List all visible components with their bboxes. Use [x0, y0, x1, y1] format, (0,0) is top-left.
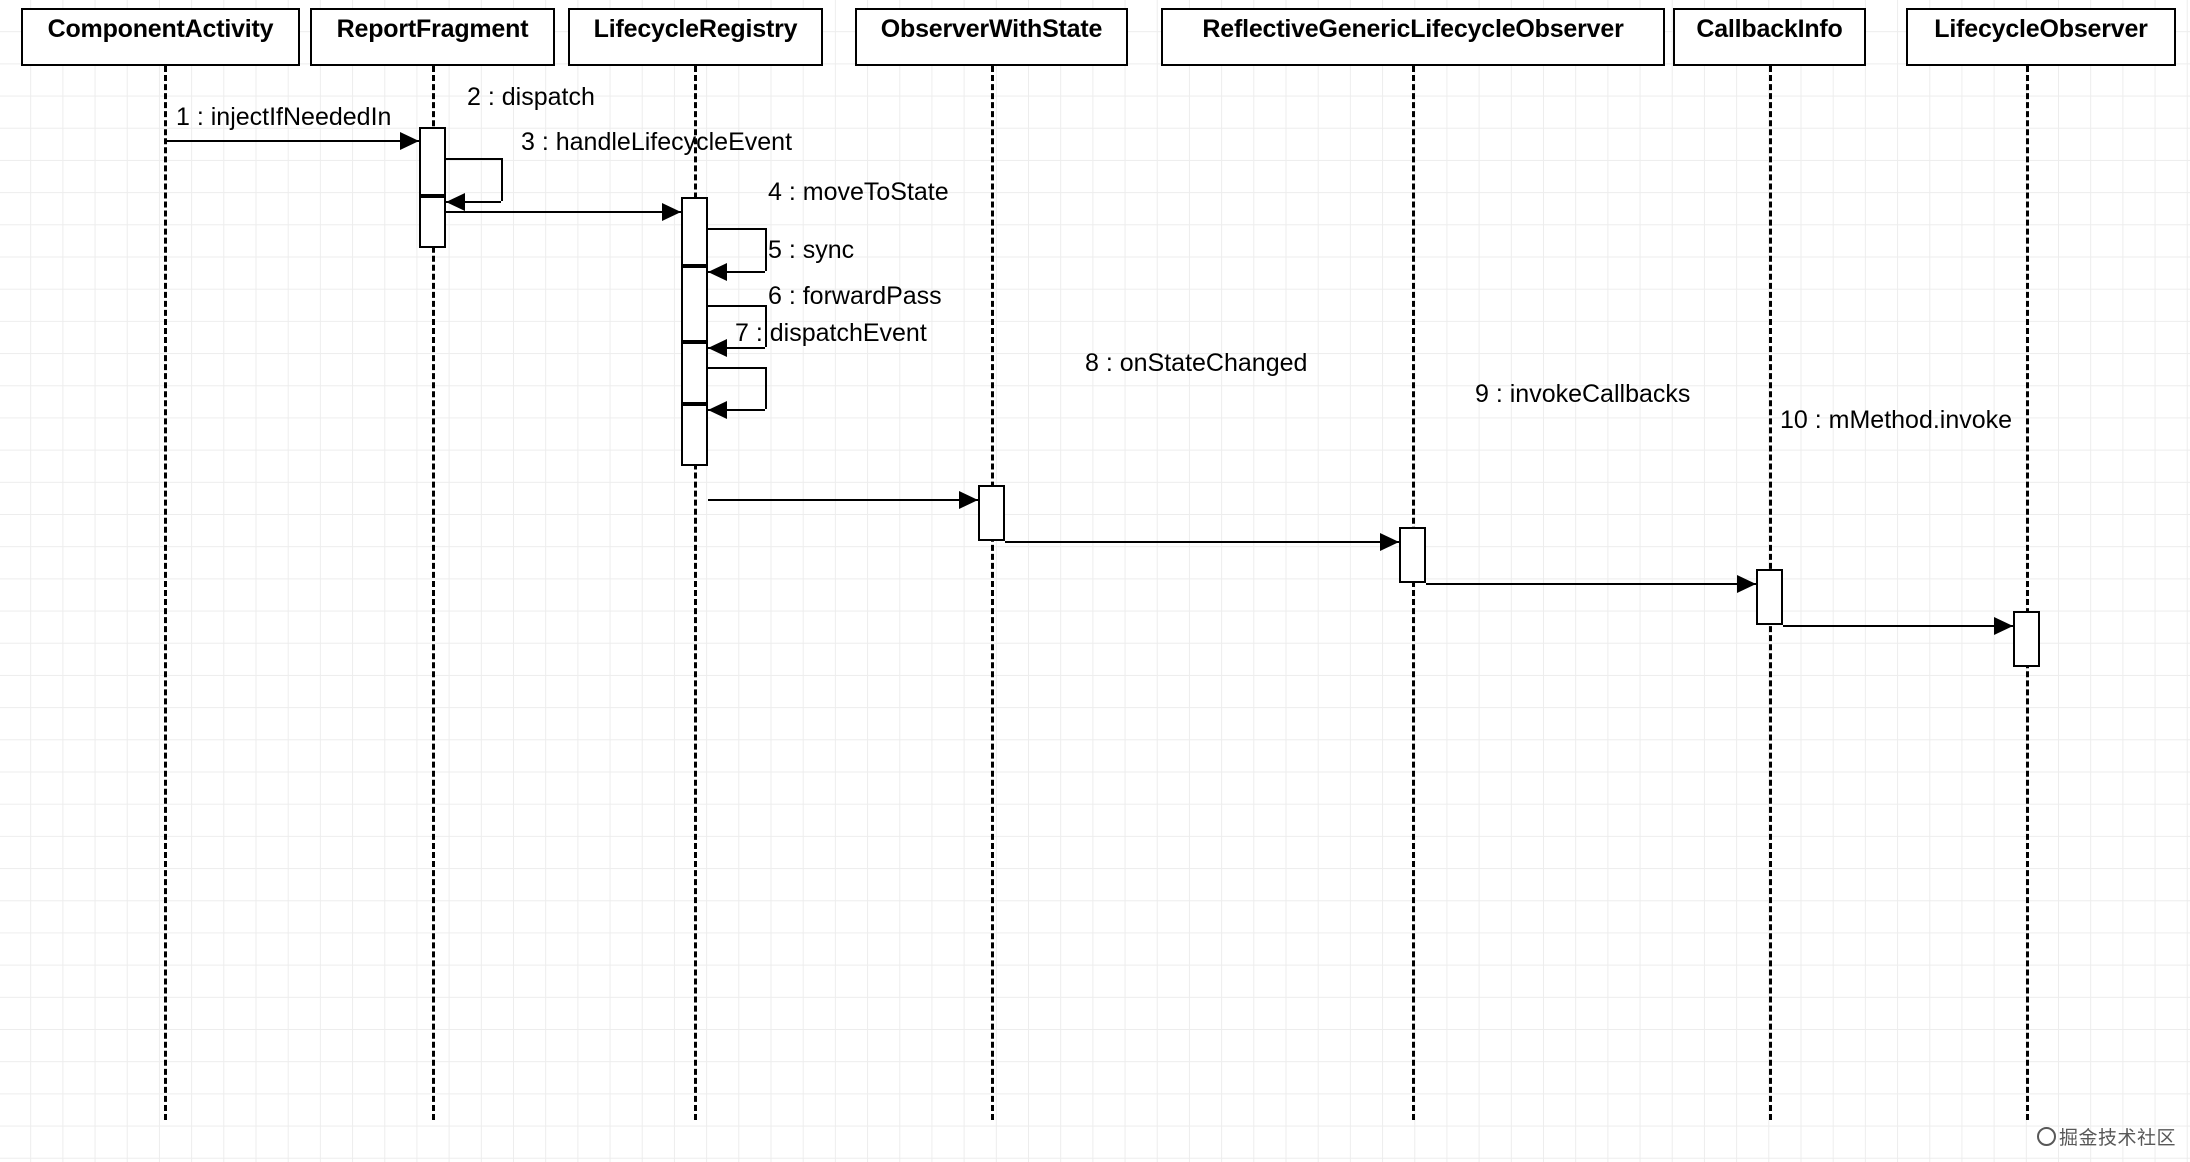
participant-label: LifecycleRegistry — [593, 15, 798, 43]
message-9-label: 9 : invokeCallbacks — [1475, 380, 1691, 408]
activation-bar-reportfragment — [419, 127, 446, 196]
activation-bar-lifecycleregistry — [681, 197, 708, 266]
message-10-arrowhead-icon — [1994, 617, 2013, 635]
message-4-self-top — [708, 228, 765, 230]
lifeline-componentactivity — [164, 66, 167, 1120]
message-6-self-top — [708, 367, 765, 369]
message-2-self-bottom — [446, 201, 501, 203]
message-3-label: 3 : handleLifecycleEvent — [521, 128, 793, 156]
activation-bar-reportfragment — [419, 196, 446, 248]
lifeline-lifecycleobserver — [2026, 66, 2029, 1120]
message-2-arrowhead-icon — [446, 193, 465, 211]
lifeline-observerwithstate — [991, 66, 994, 1120]
message-6-self-bottom — [708, 409, 765, 411]
message-1-line — [164, 140, 419, 142]
participant-reportfragment[interactable]: ReportFragment — [310, 8, 555, 66]
message-7-arrowhead-icon — [959, 491, 978, 509]
activation-bar-lifecycleregistry — [681, 404, 708, 466]
activation-bar-observerwithstate — [978, 485, 1005, 541]
message-3-arrowhead-icon — [662, 203, 681, 221]
message-4-self-bottom — [708, 271, 765, 273]
message-6-arrowhead-icon — [708, 401, 727, 419]
message-2-self-top — [446, 158, 501, 160]
message-4-arrowhead-icon — [708, 263, 727, 281]
participant-observerwithstate[interactable]: ObserverWithState — [855, 8, 1128, 66]
message-5-self-bottom — [708, 347, 765, 349]
participant-label: ReportFragment — [336, 15, 529, 43]
participant-componentactivity[interactable]: ComponentActivity — [21, 8, 300, 66]
message-4-self-right — [765, 228, 767, 271]
message-9-line — [1426, 583, 1756, 585]
message-1-arrowhead-icon — [400, 132, 419, 150]
participant-lifecycleobserver[interactable]: LifecycleObserver — [1906, 8, 2176, 66]
message-8-arrowhead-icon — [1380, 533, 1399, 551]
message-4-label: 4 : moveToState — [768, 178, 949, 206]
message-5-label: 5 : sync — [768, 236, 855, 264]
activation-bar-lifecycleobserver — [2013, 611, 2040, 667]
activation-bar-lifecycleregistry — [681, 266, 708, 342]
circle-logo-icon — [2036, 1127, 2056, 1146]
message-8-line — [1005, 541, 1399, 543]
participant-label: LifecycleObserver — [1934, 15, 2148, 43]
participant-label: ReflectiveGenericLifecycleObserver — [1202, 15, 1624, 43]
message-2-label: 2 : dispatch — [467, 83, 595, 111]
participant-callbackinfo[interactable]: CallbackInfo — [1673, 8, 1866, 66]
watermark: 掘金技术社区 — [2036, 1123, 2176, 1150]
message-8-label: 8 : onStateChanged — [1085, 349, 1308, 377]
message-3-line — [446, 211, 681, 213]
message-6-self-right — [765, 367, 767, 409]
message-10-label: 10 : mMethod.invoke — [1780, 406, 2013, 434]
lifeline-reportfragment — [432, 66, 435, 1120]
participant-label: ObserverWithState — [880, 15, 1103, 43]
participant-reflectivegenericlifecycleobserver[interactable]: ReflectiveGenericLifecycleObserver — [1161, 8, 1665, 66]
activation-bar-callbackinfo — [1756, 569, 1783, 625]
message-5-arrowhead-icon — [708, 339, 727, 357]
message-5-self-top — [708, 305, 765, 307]
message-9-arrowhead-icon — [1737, 575, 1756, 593]
message-5-self-right — [765, 305, 767, 347]
participant-label: ComponentActivity — [47, 15, 274, 43]
message-10-line — [1783, 625, 2013, 627]
participant-label: CallbackInfo — [1696, 15, 1843, 43]
message-2-self-right — [501, 158, 503, 201]
lifeline-reflectivegenericlifecycleobserver — [1412, 66, 1415, 1120]
message-1-label: 1 : injectIfNeededIn — [176, 103, 392, 131]
activation-bar-reflectivegenericlifecycleobserver — [1399, 527, 1426, 583]
watermark-text: 掘金技术社区 — [2058, 1128, 2176, 1149]
lifeline-lifecycleregistry — [694, 66, 697, 1120]
message-7-label: 7 : dispatchEvent — [735, 319, 927, 347]
activation-bar-lifecycleregistry — [681, 342, 708, 404]
participant-lifecycleregistry[interactable]: LifecycleRegistry — [568, 8, 823, 66]
message-6-label: 6 : forwardPass — [768, 282, 942, 310]
message-7-line — [708, 499, 978, 501]
